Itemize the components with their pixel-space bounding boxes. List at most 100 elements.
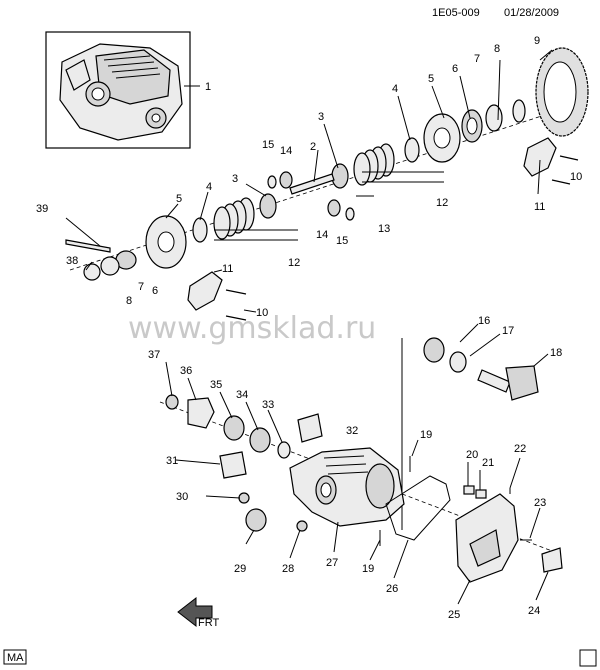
- corner-tag-box: [3, 649, 27, 665]
- shim-left: [83, 263, 101, 281]
- callout-8-lower: 8: [126, 295, 132, 307]
- callout-5-upper: 5: [428, 73, 434, 85]
- callout-35: 35: [210, 379, 222, 391]
- front-arrow: FRT: [177, 596, 219, 629]
- callout-7-upper: 7: [474, 53, 480, 65]
- callout-20: 20: [466, 449, 478, 461]
- callout-31: 31: [166, 455, 178, 467]
- cap-bolt-right-2: [551, 179, 571, 185]
- clutch-pack-right: [353, 143, 395, 186]
- ring-gear-bolt: [65, 239, 111, 253]
- callout-5-lower: 5: [176, 193, 182, 205]
- plug-20: [463, 485, 475, 495]
- thrust-washer-right: [404, 137, 420, 163]
- callout-34: 34: [236, 389, 248, 401]
- bushing-31: [219, 451, 247, 479]
- callout-18: 18: [550, 347, 562, 359]
- callout-39: 39: [36, 203, 48, 215]
- corner-mark: [579, 649, 597, 667]
- callout-7-lower: 7: [138, 281, 144, 293]
- diff-cover: [455, 493, 519, 583]
- bearing-cup-right: [485, 104, 503, 132]
- cap-bolt-left-2: [225, 315, 247, 321]
- corner-tag: MA: [7, 652, 24, 664]
- callout-14-upper: 14: [280, 145, 292, 157]
- callout-32: 32: [346, 425, 358, 437]
- callout-1: 1: [205, 81, 211, 93]
- pinion-gear-lower: [327, 199, 341, 217]
- callout-38: 38: [66, 255, 78, 267]
- callout-25: 25: [448, 609, 460, 621]
- callout-11-upper: 11: [534, 201, 545, 213]
- side-gear-right: [331, 163, 349, 189]
- pinion-bearing: [423, 337, 445, 363]
- drive-pinion: [477, 365, 539, 401]
- callout-26: 26: [386, 583, 398, 595]
- callout-11-lower: 11: [222, 263, 233, 275]
- front-arrow-label: FRT: [198, 617, 219, 629]
- diff-case-right: [423, 113, 461, 163]
- callout-33: 33: [262, 399, 274, 411]
- inset-assembly: [45, 31, 200, 149]
- callout-12-lower: 12: [288, 257, 300, 269]
- callout-9: 9: [534, 35, 540, 47]
- diff-housing: [289, 447, 405, 527]
- callout-6-upper: 6: [452, 63, 458, 75]
- callout-13: 13: [378, 223, 390, 235]
- pinion-gear-upper: [279, 171, 293, 189]
- callout-4-upper: 4: [392, 83, 398, 95]
- pinion-washer-lower: [345, 207, 355, 221]
- callout-10-upper: 10: [570, 171, 582, 183]
- pinion-seal: [223, 415, 245, 441]
- vent: [238, 492, 250, 504]
- drain-plug: [296, 520, 308, 532]
- axle-seal: [245, 508, 267, 532]
- callout-16: 16: [478, 315, 490, 327]
- pinion-shaft: [289, 173, 335, 195]
- cover-bushing: [541, 547, 563, 573]
- callout-15-lower: 15: [336, 235, 348, 247]
- callout-14-lower: 14: [316, 229, 328, 241]
- plug-21: [475, 489, 487, 499]
- cover-gasket: [385, 475, 451, 541]
- outer-pinion-bearing: [249, 427, 271, 453]
- callout-37: 37: [148, 349, 160, 361]
- callout-30: 30: [176, 491, 188, 503]
- callout-23: 23: [534, 497, 546, 509]
- callout-6-lower: 6: [152, 285, 158, 297]
- callout-27: 27: [326, 557, 338, 569]
- bearing-cup-left: [100, 256, 120, 276]
- pinion-nut: [165, 394, 179, 410]
- callout-29: 29: [234, 563, 246, 575]
- callout-19-upper: 19: [420, 429, 432, 441]
- callout-4-lower: 4: [206, 181, 212, 193]
- pinion-shim: [449, 351, 467, 373]
- callout-19-lower: 19: [362, 563, 374, 575]
- bushing-32: [297, 413, 323, 443]
- callout-36: 36: [180, 365, 192, 377]
- diff-case-left: [145, 215, 187, 269]
- pinion-washer-upper: [267, 175, 277, 189]
- callout-24: 24: [528, 605, 540, 617]
- side-gear-left: [259, 193, 277, 219]
- callout-17: 17: [502, 325, 514, 337]
- callout-3-lower: 3: [232, 173, 238, 185]
- callout-labels: 1 2 3 3 4 4 5 5 6 6 7 7 8 8 9 10 10 11 1…: [36, 35, 582, 621]
- callout-21: 21: [482, 457, 494, 469]
- shim-right: [512, 99, 526, 123]
- leader-lines: [65, 49, 553, 605]
- collapsible-spacer: [277, 441, 291, 459]
- callout-28: 28: [282, 563, 294, 575]
- bearing-cap-right: [523, 137, 557, 177]
- ring-gear: [535, 47, 589, 137]
- callout-22: 22: [514, 443, 526, 455]
- callout-3-upper: 3: [318, 111, 324, 123]
- watermark: www.gmsklad.ru: [128, 311, 376, 346]
- callout-2: 2: [310, 141, 316, 153]
- clutch-pack-left: [213, 197, 255, 240]
- bearing-cap-left: [187, 271, 223, 311]
- diagram-date: 01/28/2009: [504, 7, 559, 19]
- pinion-flange: [187, 397, 215, 429]
- thrust-washer-left: [192, 217, 208, 243]
